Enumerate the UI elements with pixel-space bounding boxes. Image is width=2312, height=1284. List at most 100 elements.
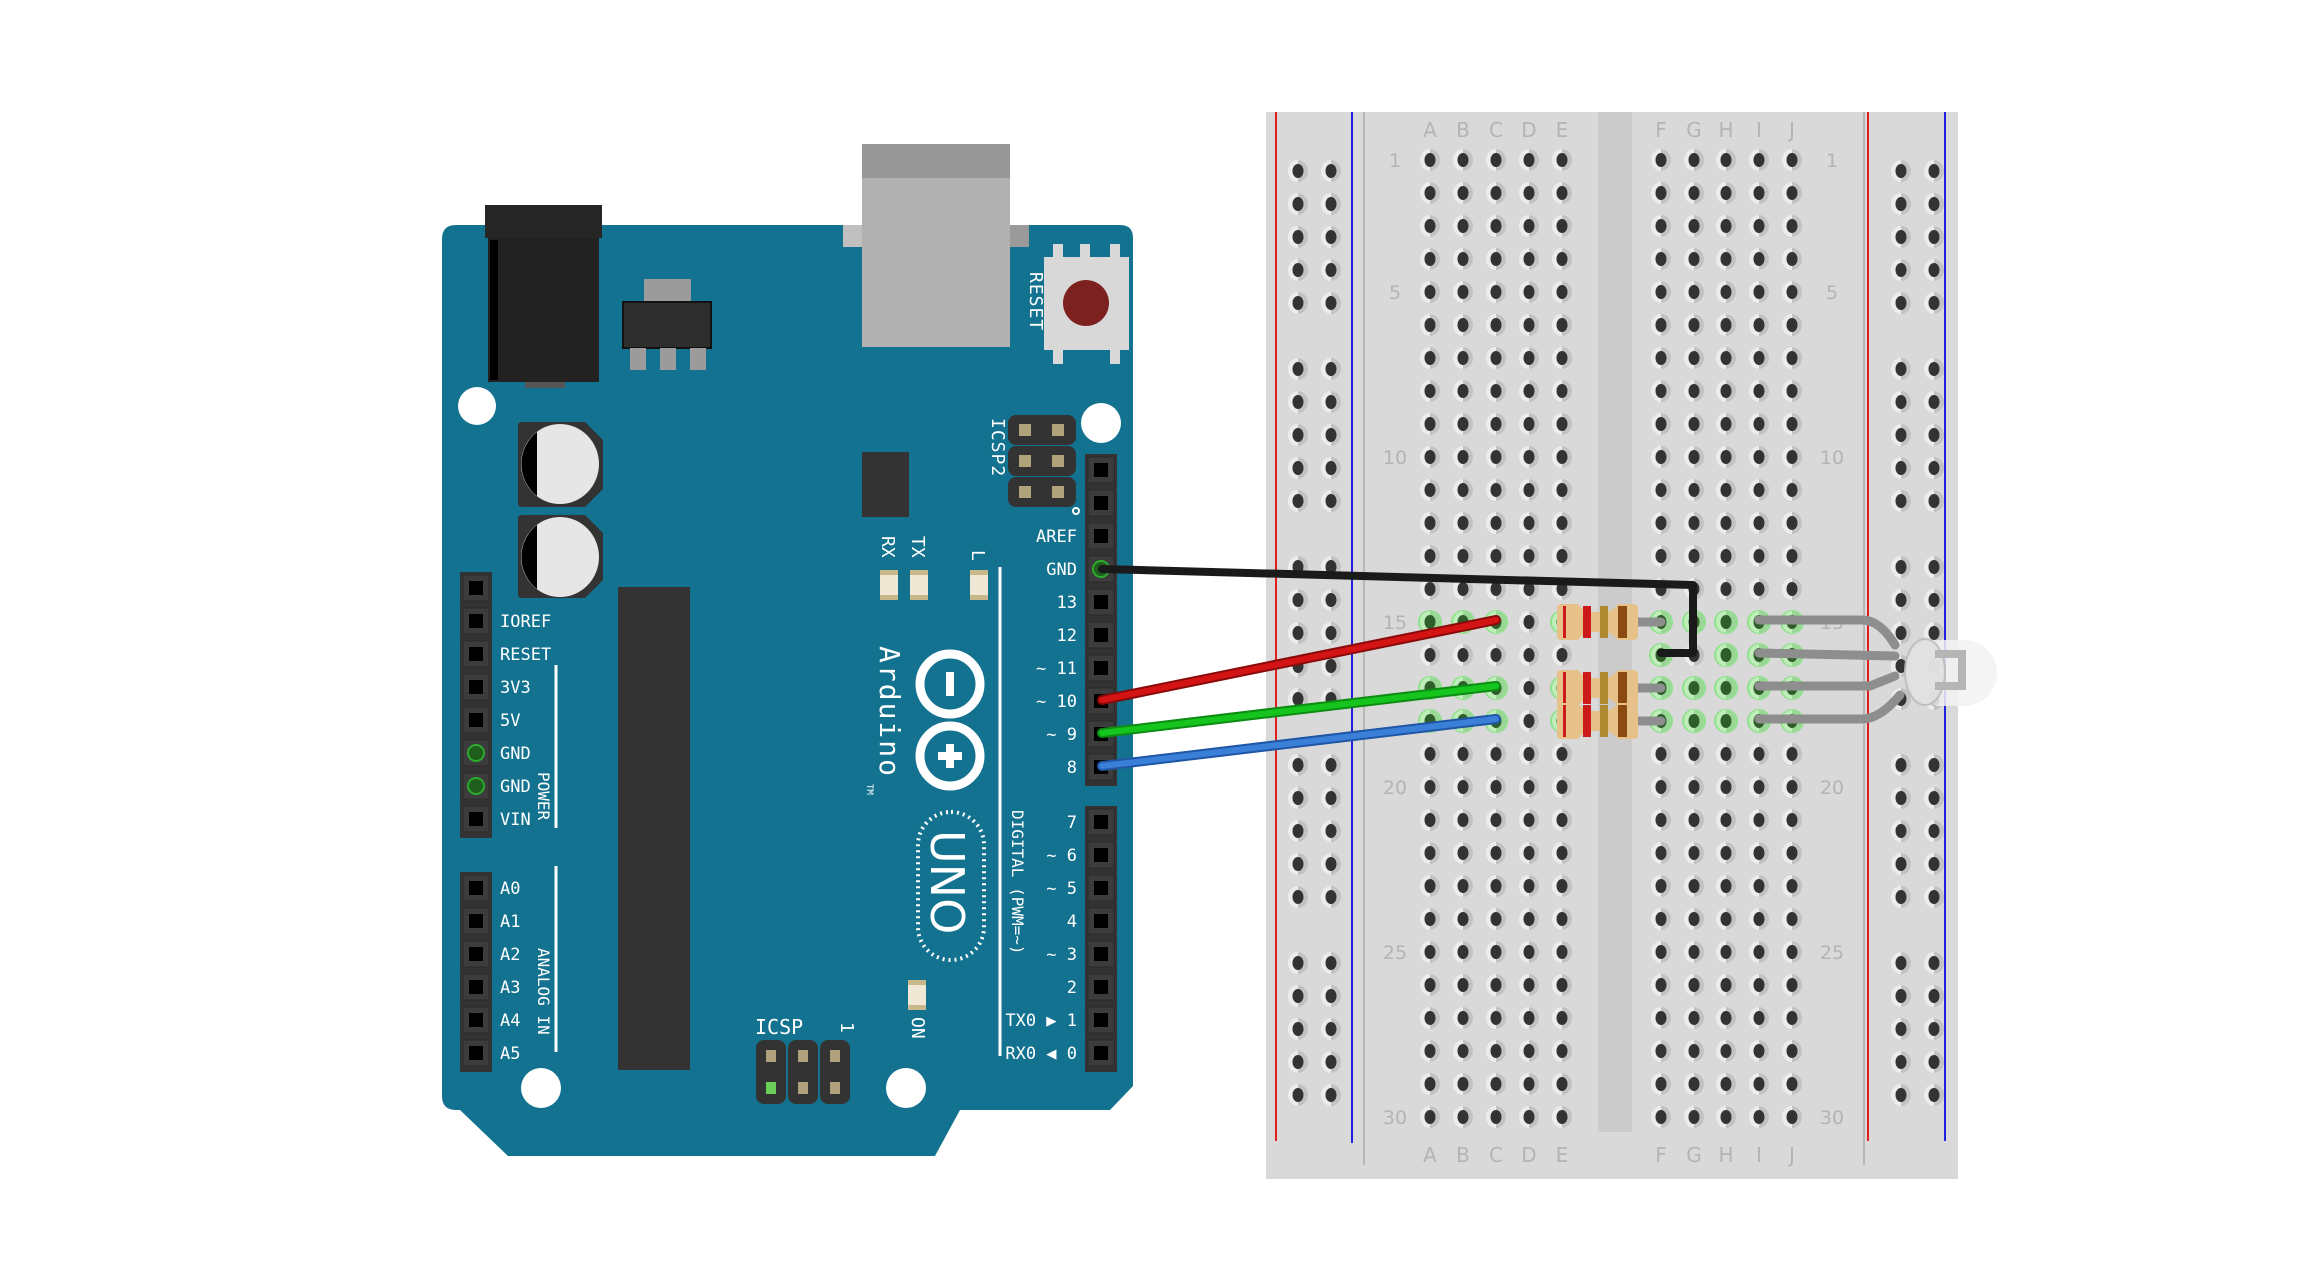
breadboard-hole[interactable] — [1420, 182, 1440, 204]
header-pin[interactable] — [1087, 841, 1115, 869]
breadboard-hole[interactable] — [1749, 182, 1769, 204]
breadboard-hole[interactable] — [1420, 545, 1440, 567]
breadboard-hole[interactable] — [1924, 853, 1944, 875]
breadboard-hole[interactable] — [1924, 985, 1944, 1007]
header-pin[interactable] — [1087, 973, 1115, 1001]
breadboard-hole[interactable] — [1782, 413, 1802, 435]
breadboard-hole[interactable] — [1519, 677, 1539, 699]
breadboard-hole[interactable] — [1684, 941, 1704, 963]
breadboard-hole[interactable] — [1924, 1084, 1944, 1106]
breadboard-hole[interactable] — [1519, 941, 1539, 963]
header-pin[interactable] — [1087, 907, 1115, 935]
breadboard-hole[interactable] — [1891, 391, 1911, 413]
breadboard-hole[interactable] — [1651, 1106, 1671, 1128]
breadboard-hole[interactable] — [1519, 743, 1539, 765]
breadboard-hole[interactable] — [1716, 1073, 1736, 1095]
header-pin[interactable] — [1087, 1006, 1115, 1034]
breadboard-hole[interactable] — [1552, 149, 1572, 171]
breadboard-hole[interactable] — [1453, 413, 1473, 435]
breadboard-hole[interactable] — [1321, 589, 1341, 611]
breadboard-hole[interactable] — [1420, 842, 1440, 864]
breadboard-hole[interactable] — [1321, 1084, 1341, 1106]
breadboard-hole[interactable] — [1651, 1007, 1671, 1029]
breadboard-hole[interactable] — [1924, 457, 1944, 479]
header-pin[interactable] — [462, 772, 490, 800]
breadboard-hole[interactable] — [1716, 479, 1736, 501]
breadboard-hole[interactable] — [1716, 578, 1736, 600]
breadboard-hole[interactable] — [1420, 578, 1440, 600]
breadboard-hole[interactable] — [1782, 314, 1802, 336]
breadboard-hole[interactable] — [1749, 314, 1769, 336]
breadboard-hole[interactable] — [1420, 644, 1440, 666]
reset-button-cap[interactable] — [1063, 280, 1109, 326]
breadboard-hole[interactable] — [1519, 644, 1539, 666]
breadboard-hole[interactable] — [1420, 776, 1440, 798]
breadboard-hole[interactable] — [1453, 512, 1473, 534]
breadboard-hole[interactable] — [1288, 787, 1308, 809]
breadboard-hole[interactable] — [1684, 182, 1704, 204]
breadboard-hole[interactable] — [1684, 1007, 1704, 1029]
breadboard-hole[interactable] — [1486, 908, 1506, 930]
breadboard-hole[interactable] — [1420, 908, 1440, 930]
breadboard-hole[interactable] — [1924, 391, 1944, 413]
breadboard-hole[interactable] — [1684, 380, 1704, 402]
breadboard-hole[interactable] — [1519, 215, 1539, 237]
breadboard-hole[interactable] — [1716, 941, 1736, 963]
breadboard-hole[interactable] — [1453, 149, 1473, 171]
breadboard-hole[interactable] — [1519, 908, 1539, 930]
breadboard-hole[interactable] — [1891, 853, 1911, 875]
breadboard-hole[interactable] — [1321, 424, 1341, 446]
breadboard-hole[interactable] — [1749, 776, 1769, 798]
breadboard-hole[interactable] — [1651, 545, 1671, 567]
breadboard-hole[interactable] — [1552, 743, 1572, 765]
breadboard-hole[interactable] — [1782, 215, 1802, 237]
breadboard-hole[interactable] — [1486, 1040, 1506, 1062]
breadboard-hole[interactable] — [1321, 886, 1341, 908]
breadboard-hole[interactable] — [1288, 292, 1308, 314]
breadboard-hole[interactable] — [1321, 985, 1341, 1007]
breadboard-hole[interactable] — [1552, 380, 1572, 402]
breadboard-hole[interactable] — [1924, 787, 1944, 809]
breadboard-hole[interactable] — [1453, 644, 1473, 666]
breadboard-hole[interactable] — [1716, 248, 1736, 270]
breadboard-hole[interactable] — [1684, 149, 1704, 171]
breadboard-hole[interactable] — [1552, 776, 1572, 798]
breadboard-hole[interactable] — [1684, 512, 1704, 534]
breadboard-hole[interactable] — [1519, 347, 1539, 369]
breadboard-hole[interactable] — [1749, 1106, 1769, 1128]
breadboard-hole[interactable] — [1684, 281, 1704, 303]
breadboard-hole[interactable] — [1924, 1051, 1944, 1073]
breadboard-hole[interactable] — [1519, 776, 1539, 798]
breadboard-hole[interactable] — [1651, 347, 1671, 369]
breadboard-hole[interactable] — [1651, 512, 1671, 534]
breadboard-hole[interactable] — [1453, 1007, 1473, 1029]
breadboard-hole[interactable] — [1924, 556, 1944, 578]
breadboard-hole[interactable] — [1486, 215, 1506, 237]
breadboard-hole[interactable] — [1714, 610, 1738, 634]
breadboard-hole[interactable] — [1453, 941, 1473, 963]
breadboard-hole[interactable] — [1782, 479, 1802, 501]
breadboard-hole[interactable] — [1782, 974, 1802, 996]
breadboard-hole[interactable] — [1321, 787, 1341, 809]
breadboard-hole[interactable] — [1486, 776, 1506, 798]
breadboard-hole[interactable] — [1891, 358, 1911, 380]
breadboard-hole[interactable] — [1453, 743, 1473, 765]
breadboard-hole[interactable] — [1519, 248, 1539, 270]
header-pin[interactable] — [462, 973, 490, 1001]
header-pin[interactable] — [462, 673, 490, 701]
breadboard-hole[interactable] — [1749, 413, 1769, 435]
breadboard-hole[interactable] — [1891, 226, 1911, 248]
breadboard-hole[interactable] — [1552, 545, 1572, 567]
breadboard-hole[interactable] — [1684, 842, 1704, 864]
breadboard-hole[interactable] — [1519, 479, 1539, 501]
breadboard-hole[interactable] — [1288, 193, 1308, 215]
breadboard-hole[interactable] — [1749, 446, 1769, 468]
breadboard-hole[interactable] — [1519, 974, 1539, 996]
breadboard-hole[interactable] — [1486, 974, 1506, 996]
breadboard-hole[interactable] — [1420, 215, 1440, 237]
breadboard-hole[interactable] — [1749, 974, 1769, 996]
breadboard-hole[interactable] — [1924, 589, 1944, 611]
breadboard-hole[interactable] — [1716, 413, 1736, 435]
breadboard-hole[interactable] — [1651, 875, 1671, 897]
breadboard-hole[interactable] — [1891, 556, 1911, 578]
